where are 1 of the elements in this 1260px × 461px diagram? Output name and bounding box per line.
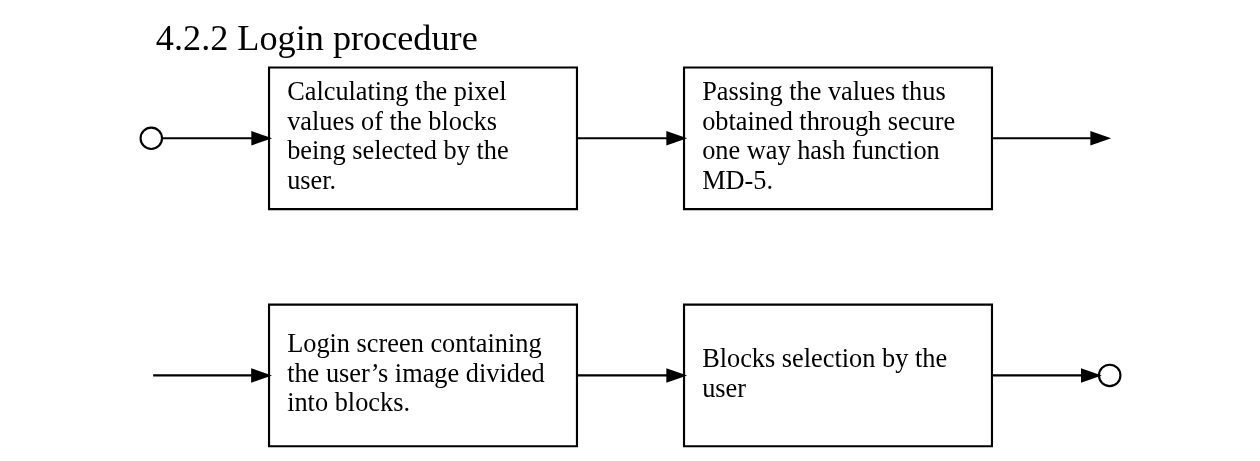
diagram-title: 4.2.2 Login procedure bbox=[155, 18, 478, 59]
